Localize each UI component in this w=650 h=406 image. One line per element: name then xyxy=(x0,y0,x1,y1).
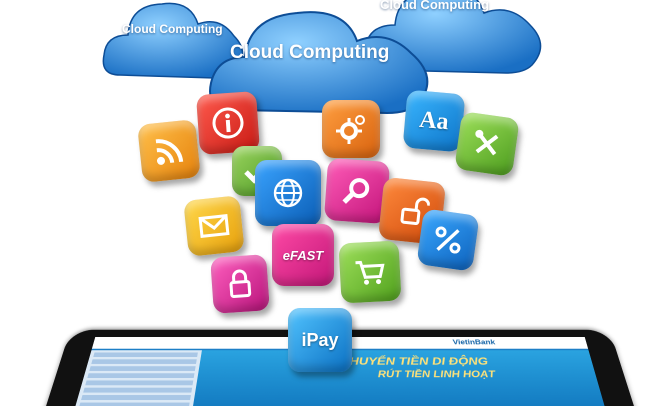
lock-icon xyxy=(210,254,270,314)
font-glyph: Aa xyxy=(418,106,450,135)
ipay-icon: iPay xyxy=(288,308,352,372)
percent-icon xyxy=(416,208,480,272)
tablet-sidebar xyxy=(70,350,202,406)
info-icon xyxy=(195,90,261,156)
cloud-main-label: Cloud Computing xyxy=(230,42,390,63)
vietinbank-logo: VietinBank xyxy=(452,338,496,346)
gear-icon xyxy=(322,100,380,158)
search-icon xyxy=(323,157,391,225)
banner-line-2: RÚT TIỀN LINH HOẠT xyxy=(377,368,497,380)
tablet-banner: CHUYỂN TIỀN DI ĐỘNG RÚT TIỀN LINH HOẠT xyxy=(190,350,610,406)
unlock-icon xyxy=(377,176,447,246)
cart-icon xyxy=(338,240,402,304)
ipay-label: iPay xyxy=(301,329,339,350)
efast-icon: eFAST xyxy=(272,224,334,286)
font-icon: Aa xyxy=(402,89,466,153)
rss-icon xyxy=(137,119,201,183)
cloud-left-label: Cloud Computing xyxy=(122,22,223,36)
cloud-right-label: Cloud Computing xyxy=(380,0,490,12)
efast-label: eFAST xyxy=(282,247,324,263)
banner-line-1: CHUYỂN TIỀN DI ĐỘNG xyxy=(340,354,489,368)
globe-icon xyxy=(255,160,321,226)
tools-icon xyxy=(454,111,520,177)
mail-icon xyxy=(183,195,245,257)
